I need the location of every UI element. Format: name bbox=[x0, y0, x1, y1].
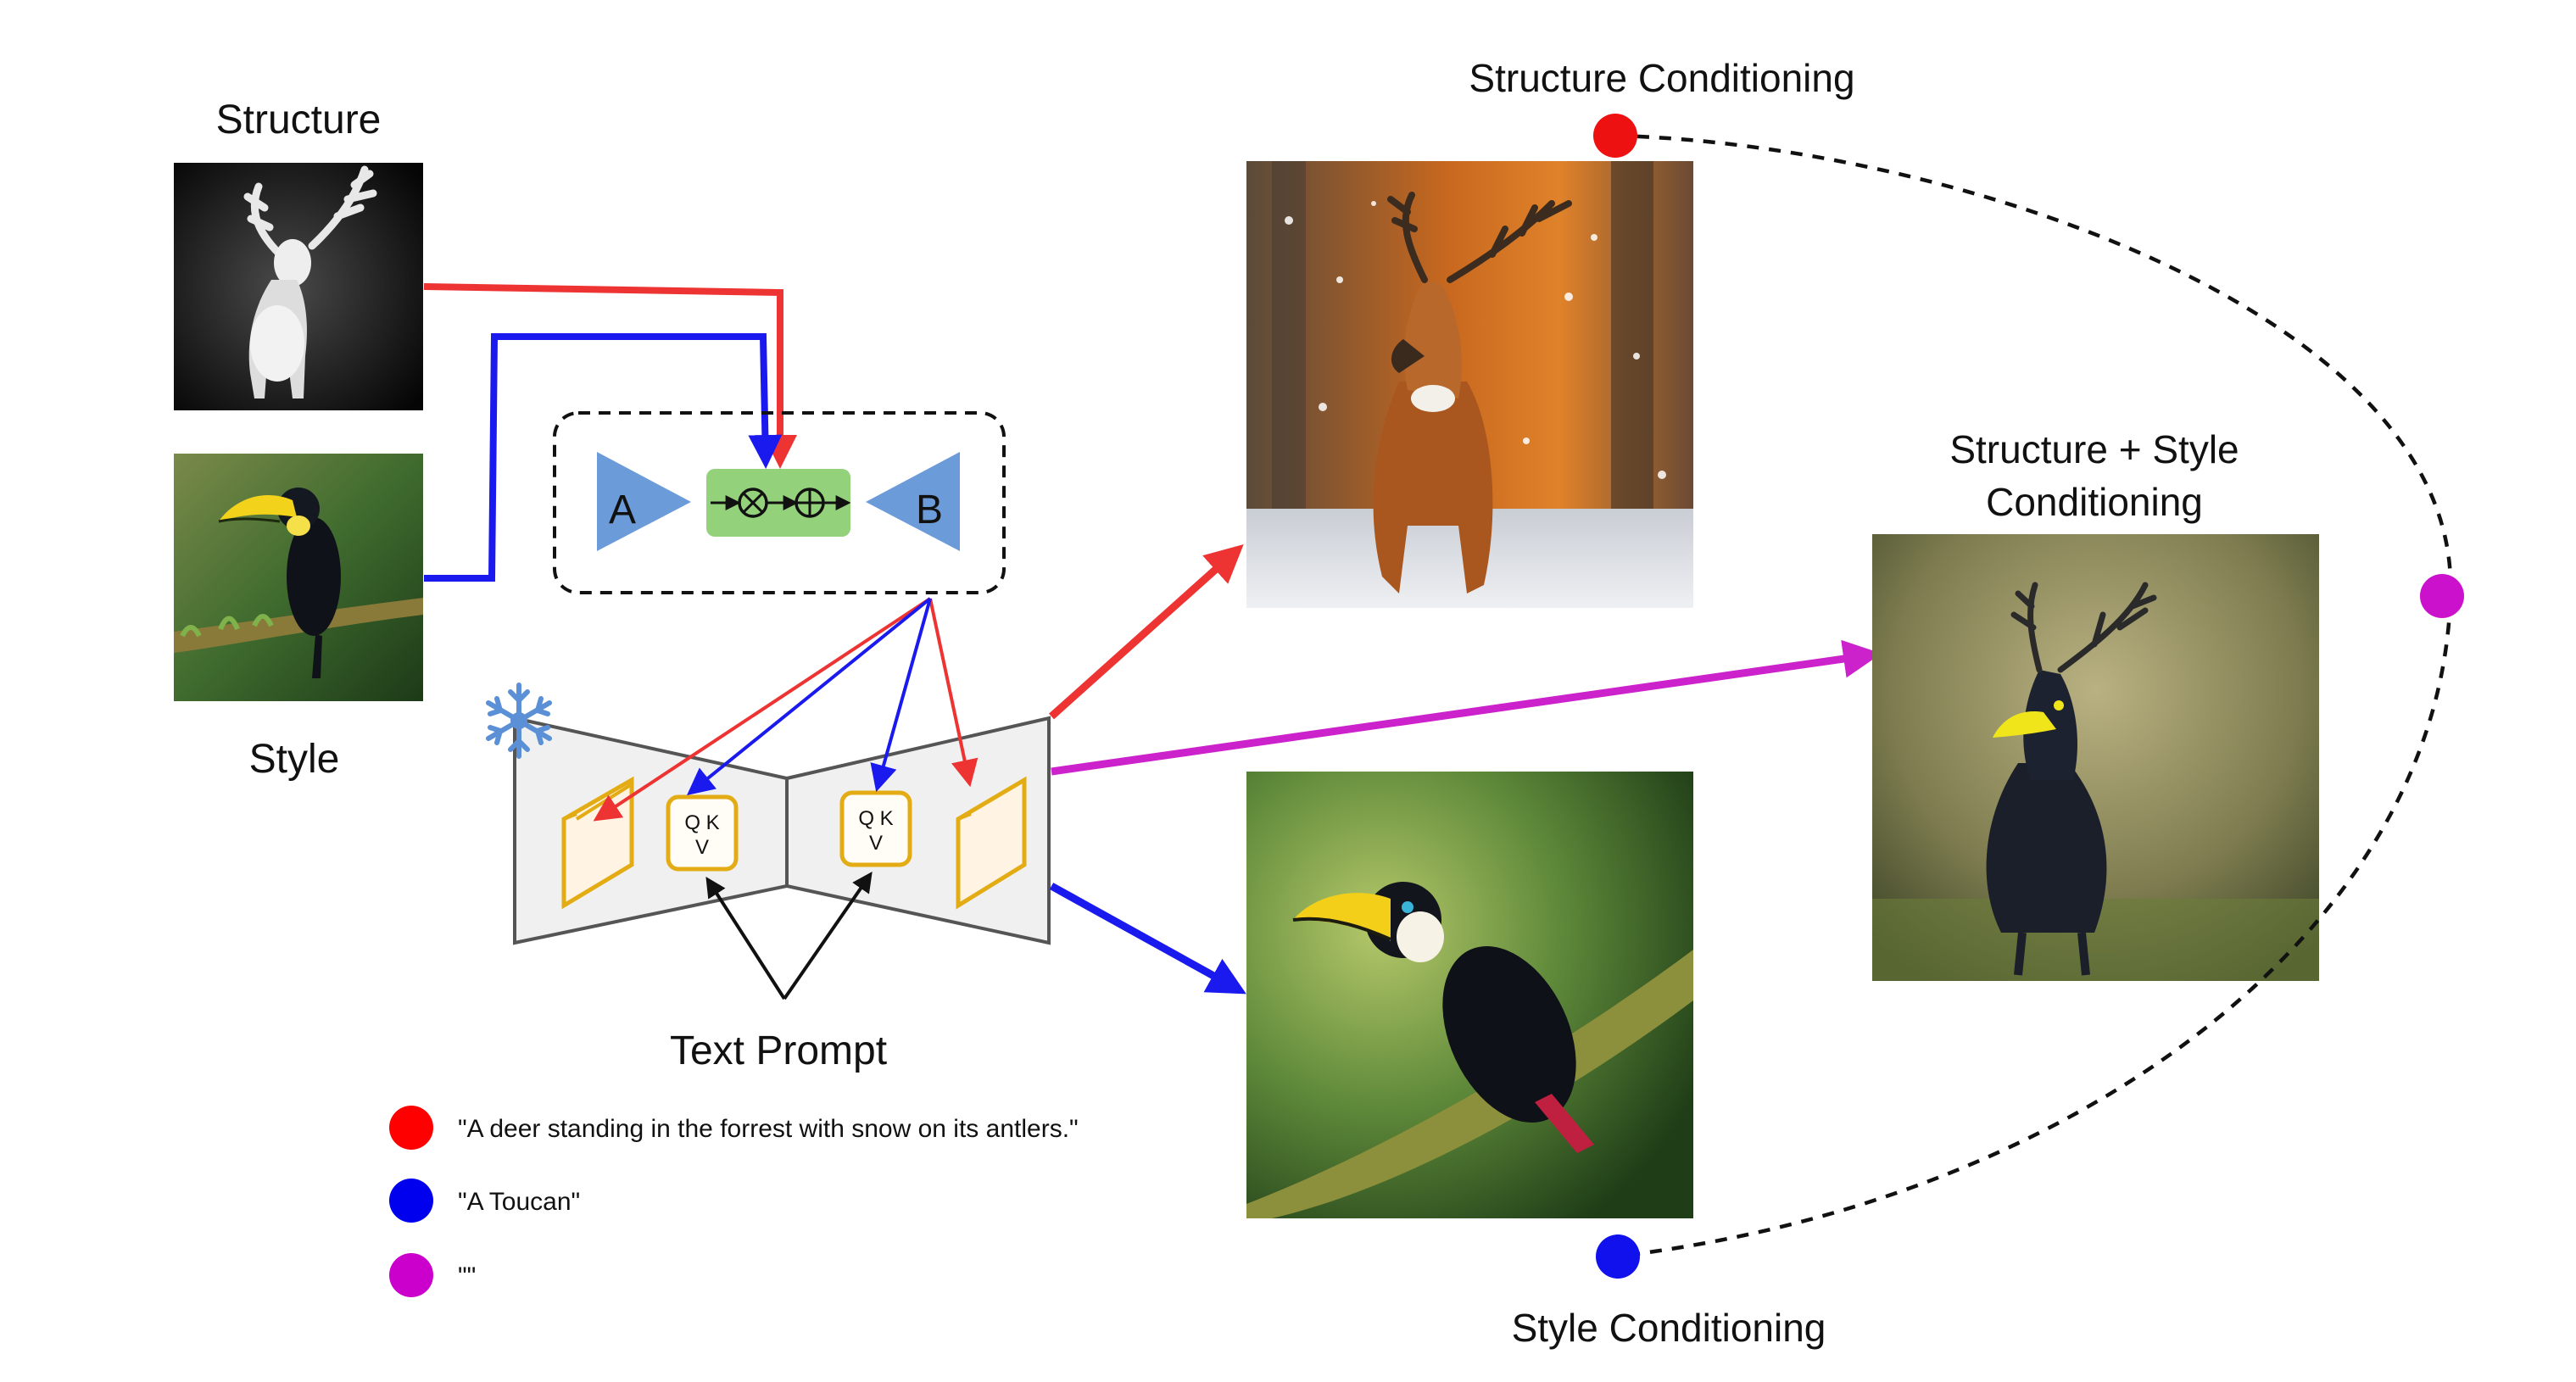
combined-conditioning-label-line2: Conditioning bbox=[1986, 480, 2203, 524]
text-prompt-arrows bbox=[705, 872, 873, 1000]
combined-output-image bbox=[1872, 534, 2319, 981]
multiply-op-icon bbox=[738, 488, 768, 518]
svg-text:Q K: Q K bbox=[858, 807, 893, 830]
prompt-legend: "A deer standing in the forrest with sno… bbox=[389, 1106, 1079, 1297]
frozen-unet: Q K V Q K V bbox=[486, 683, 1051, 945]
feature-map-right bbox=[956, 776, 1027, 910]
svg-text:V: V bbox=[695, 836, 709, 859]
style-label: Style bbox=[249, 737, 340, 782]
style-output-image bbox=[1246, 772, 1693, 1218]
combined-conditioning-dot bbox=[2420, 574, 2464, 618]
structure-output-image bbox=[1246, 161, 1693, 608]
structure-input-image bbox=[174, 163, 423, 410]
text-prompt-label: Text Prompt bbox=[670, 1028, 887, 1073]
style-conditioning-dot bbox=[1596, 1234, 1640, 1279]
combined-conditioning-label-line1: Structure + Style bbox=[1949, 427, 2239, 471]
attention-block-right: Q K V bbox=[839, 790, 912, 867]
legend-magenta-dot bbox=[389, 1253, 433, 1297]
style-to-adapter-line bbox=[424, 333, 783, 582]
legend-red-dot bbox=[389, 1106, 433, 1150]
structure-conditioning-dot bbox=[1593, 114, 1637, 158]
style-conditioning-label: Style Conditioning bbox=[1512, 1306, 1826, 1350]
legend-blue-text: "A Toucan" bbox=[458, 1188, 580, 1216]
structure-label: Structure bbox=[216, 98, 382, 142]
attention-block-left: Q K V bbox=[666, 794, 739, 872]
style-output-arrow bbox=[1049, 883, 1246, 995]
structure-conditioning-label: Structure Conditioning bbox=[1469, 56, 1854, 100]
legend-magenta-text: "" bbox=[458, 1262, 476, 1290]
style-input-image bbox=[174, 454, 423, 701]
legend-blue-dot bbox=[389, 1179, 433, 1223]
legend-red-text: "A deer standing in the forrest with sno… bbox=[458, 1115, 1079, 1143]
adapter-encoder-a bbox=[597, 452, 691, 551]
adapter-label-a: A bbox=[609, 488, 636, 532]
svg-text:V: V bbox=[869, 832, 883, 855]
svg-text:Q K: Q K bbox=[684, 811, 719, 834]
combined-output-arrow bbox=[1051, 639, 1882, 776]
adapter-decoder-b bbox=[866, 452, 960, 551]
structure-to-adapter-line bbox=[423, 283, 797, 469]
adapter-label-b: B bbox=[916, 488, 943, 532]
structure-output-arrow bbox=[1048, 543, 1244, 720]
adapter-injection-arrows bbox=[593, 597, 979, 822]
adapter-block: A B bbox=[553, 411, 1006, 594]
frozen-snowflake-icon bbox=[486, 683, 552, 759]
conditioning-interpolation-arc bbox=[1614, 133, 2453, 1259]
